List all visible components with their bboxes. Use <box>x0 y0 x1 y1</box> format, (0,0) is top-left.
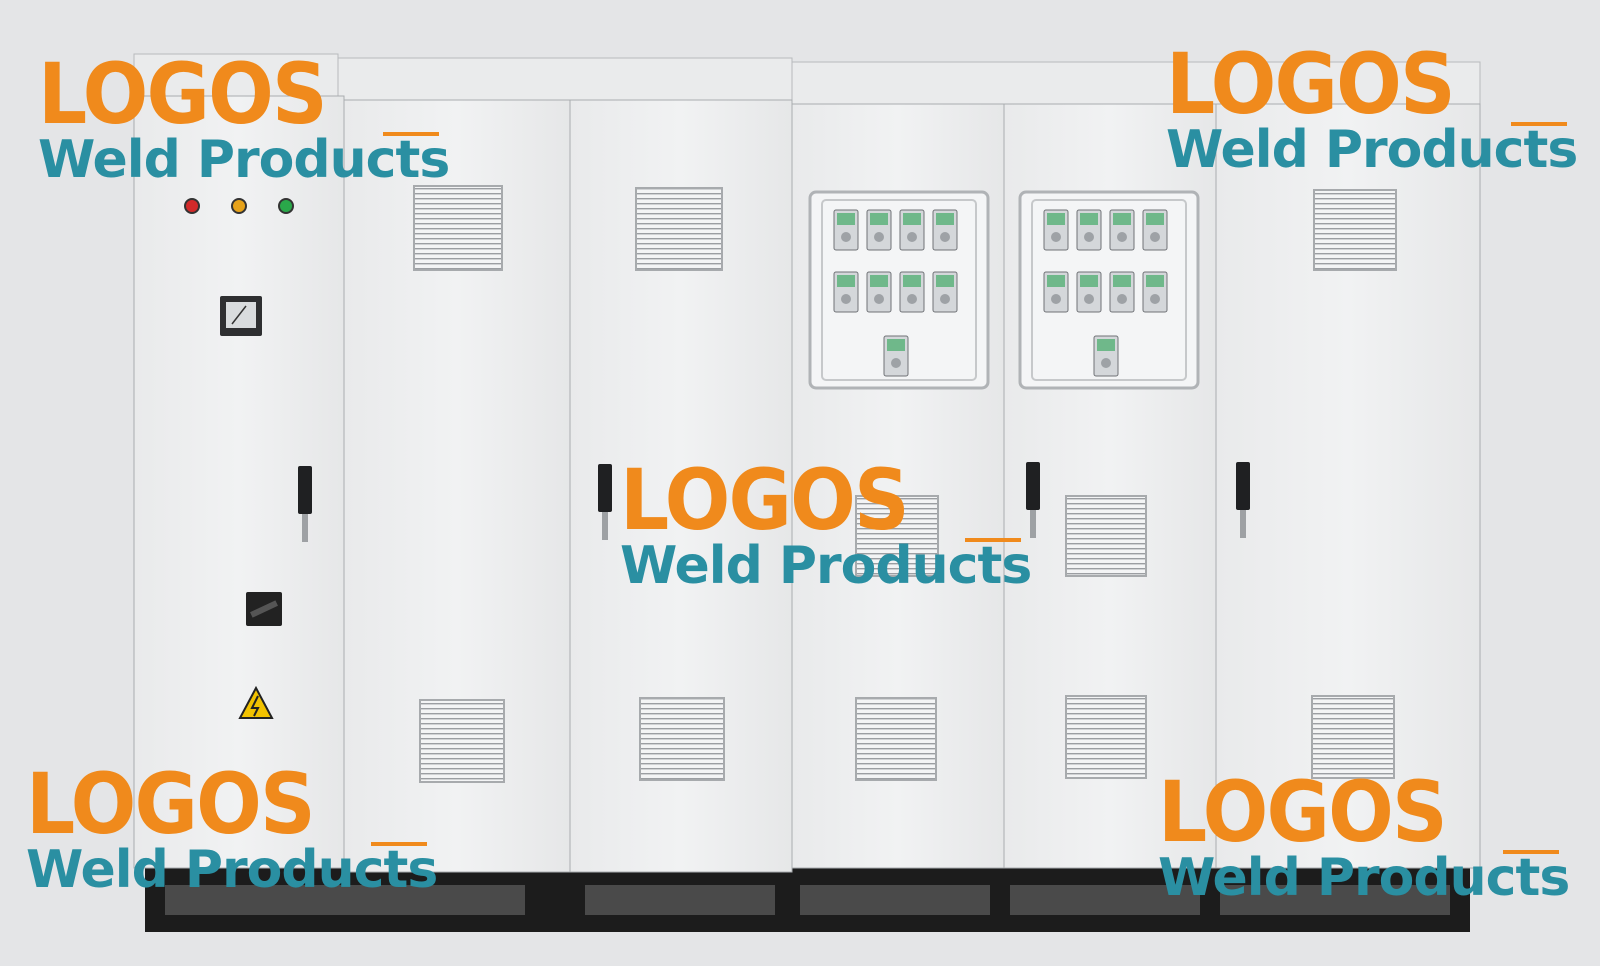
red-lamp-icon <box>184 198 200 214</box>
drive-keypad-icon <box>1109 271 1135 313</box>
drive-keypad-icon <box>932 271 958 313</box>
panel-meter-icon <box>220 296 262 336</box>
vent-grilles <box>413 185 1397 783</box>
drive-keypad-icon <box>899 209 925 251</box>
drive-keypad-icon <box>833 271 859 313</box>
drive-keypad-icon <box>883 335 909 377</box>
cabinet-doors <box>133 95 1481 873</box>
drive-keypad-icon <box>866 209 892 251</box>
drive-keypad-icon <box>1109 209 1135 251</box>
drive-keypad-icon <box>866 271 892 313</box>
drive-keypad-icon <box>1076 209 1102 251</box>
indicator-lamps <box>184 198 294 214</box>
drive-keypad-icon <box>1043 271 1069 313</box>
green-lamp-icon <box>278 198 294 214</box>
drive-keypad-icon <box>1043 209 1069 251</box>
rotary-switch-icon <box>246 592 282 626</box>
drive-keypad-icon <box>833 209 859 251</box>
cabinet-base <box>145 862 1470 932</box>
drive-keypad-icon <box>932 209 958 251</box>
drive-keypad-icon <box>1093 335 1119 377</box>
amber-lamp-icon <box>231 198 247 214</box>
drive-keypad-icon <box>1076 271 1102 313</box>
drive-keypads <box>833 209 1168 377</box>
cabinet-top <box>133 53 1481 107</box>
drive-keypad-icon <box>899 271 925 313</box>
drive-keypad-icon <box>1142 271 1168 313</box>
high-voltage-warning-icon <box>238 685 274 719</box>
door-handles <box>298 462 1250 542</box>
drive-keypad-icon <box>1142 209 1168 251</box>
